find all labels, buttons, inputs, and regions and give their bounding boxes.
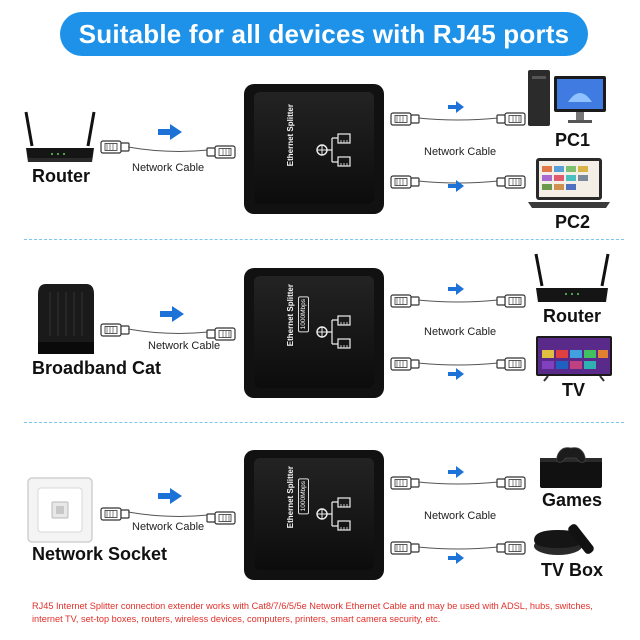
ethernet-plug-icon [496,356,526,372]
ethernet-plug-icon [206,144,236,160]
arrow-right-icon [448,101,464,113]
source-label: Broadband Cat [32,358,162,378]
tv-icon [536,336,612,382]
computer-icon [528,70,606,126]
ethernet-plug-icon [390,293,420,309]
cable-label: Network Cable [132,521,205,533]
output-label: Router [543,306,601,326]
cable-line [417,117,499,121]
arrow-right-icon [158,124,182,140]
cable-line [417,299,499,303]
ethernet-plug-icon [390,111,420,127]
ethernet-plug-icon [496,540,526,556]
cable-label: Network Cable [424,510,497,522]
cable-label: Network Cable [424,326,497,338]
network-icon [314,314,354,350]
router-icon [24,111,96,162]
network-icon [314,496,354,532]
ethernet-plug-icon [100,506,130,522]
arrow-right-icon [448,180,464,192]
arrow-right-icon [448,283,464,295]
cable-line [417,362,499,366]
footnote: RJ45 Internet Splitter connection extend… [32,601,593,624]
ethernet-plug-icon [390,174,420,190]
ethernet-splitter: Ethernet Splitter 1000Mbps [244,268,384,398]
cable-line [127,146,209,152]
game-console-icon [540,447,602,488]
arrow-right-icon [160,306,184,322]
cable-label: Network Cable [424,146,497,158]
output-label: TV Box [541,560,604,580]
network-icon [314,132,354,168]
cable-line [417,481,499,485]
ethernet-plug-icon [390,475,420,491]
splitter-label: Ethernet Splitter [286,466,295,529]
ethernet-plug-icon [496,111,526,127]
ethernet-plug-icon [390,356,420,372]
arrow-right-icon [448,466,464,478]
ethernet-splitter: Ethernet Splitter [244,84,384,214]
ethernet-plug-icon [496,174,526,190]
ethernet-plug-icon [496,293,526,309]
arrow-right-icon [448,368,464,380]
cable-line [417,546,499,550]
output-label: Games [542,490,603,510]
modem-icon [38,284,94,354]
router-icon [534,253,610,302]
splitter-label: Ethernet Splitter [286,284,295,347]
arrow-right-icon [448,552,464,564]
laptop-icon [528,158,610,208]
ethernet-splitter: Ethernet Splitter 1000Mbps [244,450,384,580]
cable-line [127,511,209,517]
wall-socket-icon [27,477,93,543]
source-label: Router [32,166,90,186]
ethernet-plug-icon [496,475,526,491]
cable-label: Network Cable [148,340,221,352]
ethernet-plug-icon [390,540,420,556]
output-label: PC2 [555,212,591,232]
cable-line [127,328,209,334]
speed-badge: 1000Mbps [298,478,309,515]
ethernet-plug-icon [100,139,130,155]
section-divider [24,239,624,240]
arrow-right-icon [158,488,182,504]
ethernet-plug-icon [206,510,236,526]
cable-label: Network Cable [132,162,205,174]
speed-badge: 1000Mbps [298,296,309,333]
output-label: PC1 [555,130,591,150]
ethernet-plug-icon [100,322,130,338]
tv-box-icon [534,524,594,555]
source-label: Network Socket [32,544,168,564]
output-label: TV [562,380,586,400]
splitter-label: Ethernet Splitter [286,104,295,167]
page-title: Suitable for all devices with RJ45 ports [60,12,588,56]
section-divider [24,422,624,423]
